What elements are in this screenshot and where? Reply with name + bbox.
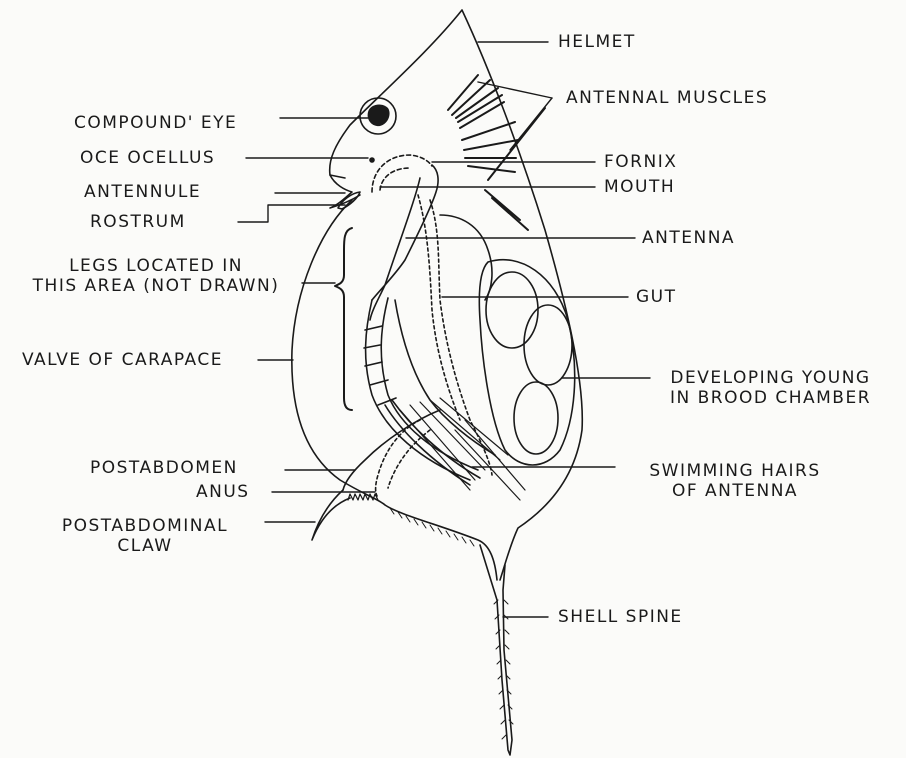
- label-fornix: FORNIX: [604, 152, 677, 172]
- label-young-line2: IN BROOD CHAMBER: [648, 388, 893, 408]
- spine-serration: [390, 508, 513, 739]
- leader-lines: [238, 42, 650, 617]
- label-gut: GUT: [636, 287, 677, 307]
- label-postabdominal-claw: POSTABDOMINAL CLAW: [40, 516, 250, 556]
- label-swim-line2: OF ANTENNA: [620, 481, 850, 501]
- label-claw-line2: CLAW: [40, 536, 250, 556]
- label-swim-line1: SWIMMING HAIRS: [620, 461, 850, 481]
- label-legs-line2: THIS AREA (NOT DRAWN): [6, 276, 306, 296]
- label-postabdomen: POSTABDOMEN: [90, 458, 238, 478]
- legs-bracket: [335, 228, 352, 410]
- label-compound-eye: COMPOUND' EYE: [74, 113, 237, 133]
- label-mouth: MOUTH: [604, 177, 675, 197]
- label-antennal-muscles: ANTENNAL MUSCLES: [566, 88, 768, 108]
- anus-teeth: [348, 494, 378, 500]
- label-helmet: HELMET: [558, 32, 636, 52]
- label-legs-line1: LEGS LOCATED IN: [6, 256, 306, 276]
- label-rostrum: ROSTRUM: [90, 212, 186, 232]
- gut-line-2: [418, 195, 460, 420]
- ocellus-dot: [370, 158, 374, 162]
- antennal-muscles: [448, 75, 545, 230]
- label-anus: ANUS: [196, 482, 250, 502]
- body-wall-inner: [440, 215, 492, 300]
- label-antennule: ANTENNULE: [84, 182, 201, 202]
- swimming-hairs: [400, 398, 525, 500]
- compound-eye: [368, 105, 390, 127]
- label-shell-spine: SHELL SPINE: [558, 607, 683, 627]
- label-young-line1: DEVELOPING YOUNG: [648, 368, 893, 388]
- antenna-outer: [370, 178, 420, 320]
- label-claw-line1: POSTABDOMINAL: [40, 516, 250, 536]
- label-valve-of-carapace: VALVE OF CARAPACE: [22, 350, 223, 370]
- label-ocellus: OCE OCELLUS: [80, 148, 215, 168]
- antenna-base: [372, 165, 438, 300]
- antenna-segments: [364, 298, 495, 485]
- postabdominal-claw: [312, 490, 350, 540]
- developing-young: [479, 260, 574, 465]
- label-antenna: ANTENNA: [642, 228, 735, 248]
- postabdomen-dashed-2: [388, 430, 430, 488]
- head-underside: [330, 175, 360, 208]
- label-swimming-hairs: SWIMMING HAIRS OF ANTENNA: [620, 461, 850, 501]
- label-developing-young: DEVELOPING YOUNG IN BROOD CHAMBER: [648, 368, 893, 408]
- label-legs: LEGS LOCATED IN THIS AREA (NOT DRAWN): [6, 256, 306, 296]
